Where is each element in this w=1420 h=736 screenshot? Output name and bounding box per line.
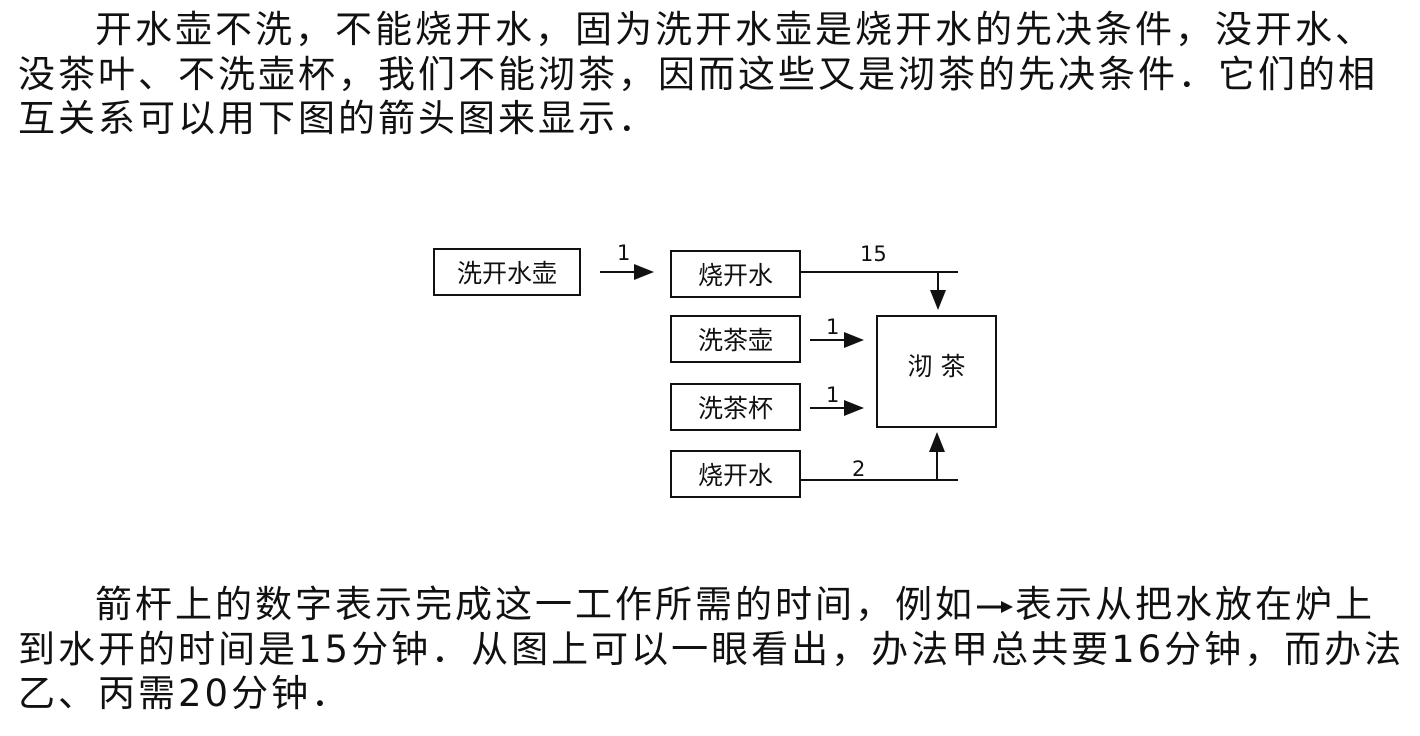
box-boil-water-bottom: 烧开水 bbox=[670, 450, 801, 498]
box-wash-kettle: 洗开水壶 bbox=[433, 248, 581, 296]
box-wash-cups: 洗茶杯 bbox=[670, 383, 801, 431]
label-wash-kettle-to-boil: 1 bbox=[617, 241, 631, 265]
paragraph-2-line-1: 箭杆上的数字表示完成这一工作所需的时间，例如表示从把水放在炉上 bbox=[95, 583, 1375, 627]
label-boil-to-tea: 15 bbox=[860, 242, 887, 266]
paragraph-1-line-2: 没茶叶、不洗壶杯，我们不能沏茶，因而这些又是沏茶的先决条件．它们的相 bbox=[18, 53, 1378, 96]
paragraph-2-line-1-end: 表示从把水放在炉上 bbox=[1015, 583, 1375, 626]
label-teapot-to-tea: 1 bbox=[826, 315, 840, 339]
paragraph-2-line-2: 到水开的时间是15分钟．从图上可以一眼看出，办法甲总共要16分钟，而办法 bbox=[18, 628, 1405, 671]
box-boil-water-top: 烧开水 bbox=[670, 250, 801, 298]
box-make-tea: 沏 茶 bbox=[876, 315, 997, 428]
paragraph-2-line-3: 乙、丙需20分钟． bbox=[18, 672, 352, 715]
paragraph-1-line-1: 开水壶不洗，不能烧开水，固为洗开水壶是烧开水的先决条件，没开水、 bbox=[95, 8, 1375, 51]
label-boil-bottom-to-tea: 2 bbox=[852, 457, 866, 481]
box-wash-teapot: 洗茶壶 bbox=[670, 315, 801, 363]
arrow-icon bbox=[977, 600, 1013, 613]
label-cups-to-tea: 1 bbox=[826, 383, 840, 407]
paragraph-2-line-1-start: 箭杆上的数字表示完成这一工作所需的时间，例如 bbox=[95, 583, 975, 626]
paragraph-1-line-3: 互关系可以用下图的箭头图来显示． bbox=[18, 97, 658, 140]
